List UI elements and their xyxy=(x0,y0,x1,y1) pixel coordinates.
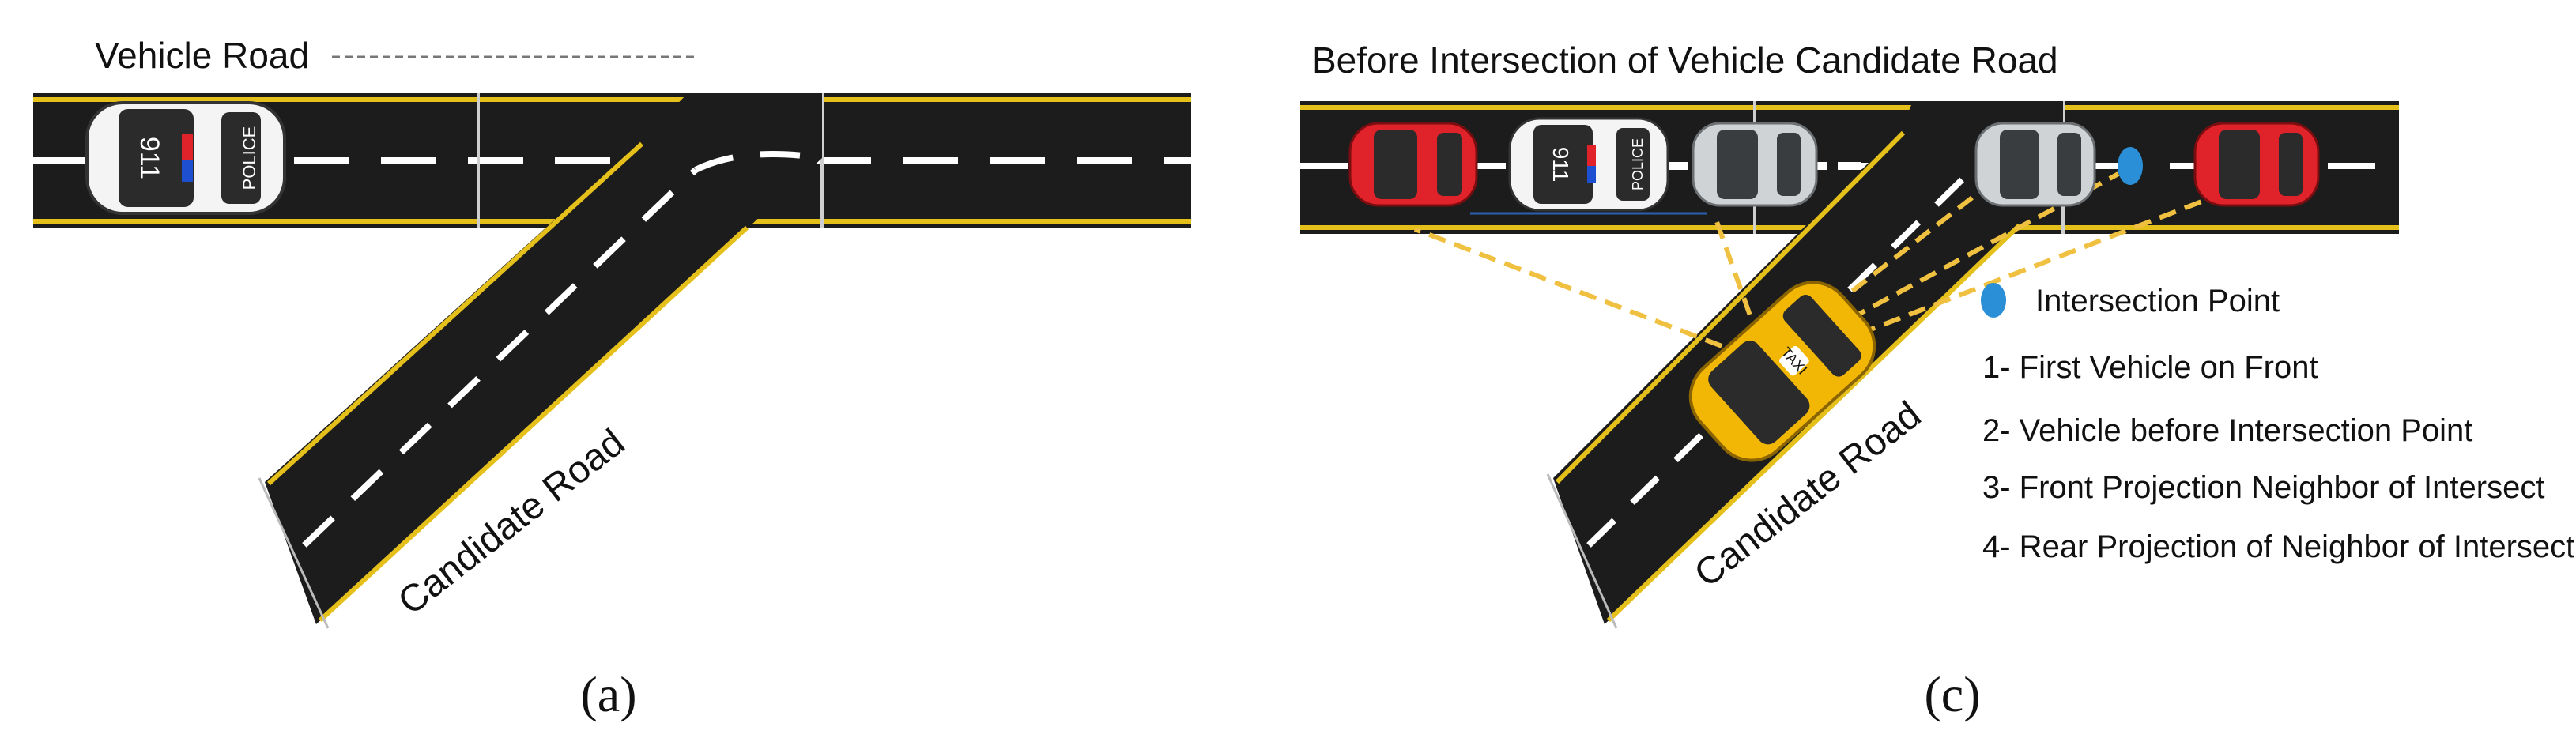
vehicle-road-label: Vehicle Road xyxy=(95,35,309,76)
police-car-text-c: POLICE xyxy=(1630,138,1646,190)
gray-car-front-projection xyxy=(1974,122,2096,207)
legend-item-1: 1- First Vehicle on Front xyxy=(1982,350,2318,385)
panel-c: Before Intersection of Vehicle Candidate… xyxy=(1300,40,2574,722)
caption-c: (c) xyxy=(1924,666,1980,722)
police-car-c: 911 POLICE xyxy=(1508,117,1669,212)
police-car-text-a: POLICE xyxy=(239,126,259,190)
legend-intersection-point-icon xyxy=(1981,283,2006,318)
police-car-number-a: 911 xyxy=(134,137,164,179)
panel-c-title: Before Intersection of Vehicle Candidate… xyxy=(1312,40,2058,81)
red-car-front xyxy=(2193,122,2320,207)
panel-a: Vehicle Road 911 POLICE Ca xyxy=(33,35,1191,722)
taxi-car: TAXI xyxy=(1688,281,1876,462)
legend-item-2: 2- Vehicle before Intersection Point xyxy=(1982,413,2472,448)
police-car-number-c: 911 xyxy=(1548,147,1573,183)
legend: Intersection Point 1- First Vehicle on F… xyxy=(1981,283,2574,564)
legend-intersection-point-label: Intersection Point xyxy=(2035,284,2280,318)
candidate-road-a xyxy=(258,93,823,629)
legend-item-3: 3- Front Projection Neighbor of Intersec… xyxy=(1982,470,2544,505)
gray-car-before-intersection xyxy=(1692,122,1818,207)
intersection-point-marker xyxy=(2118,147,2143,185)
red-car-rear xyxy=(1348,122,1478,207)
caption-a: (a) xyxy=(580,666,636,722)
police-car-a: 911 POLICE xyxy=(85,101,286,215)
legend-item-4: 4- Rear Projection of Neighbor of Inters… xyxy=(1982,529,2574,564)
